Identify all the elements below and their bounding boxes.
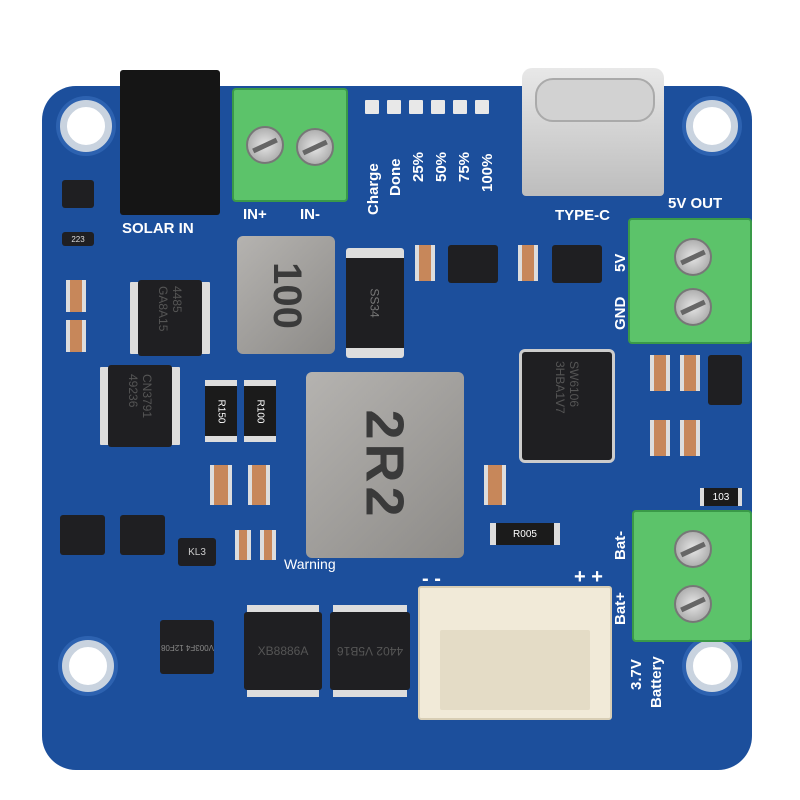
- ic-xb8886a: XB8886A: [244, 612, 322, 690]
- sot-chip: [62, 180, 94, 208]
- capacitor: [650, 420, 670, 456]
- ic-sw6106: SW6106 3HBA1V7: [522, 352, 612, 460]
- capacitor: [680, 355, 700, 391]
- inductor-2r2-marking: 2R2: [355, 409, 415, 521]
- screw-icon: [674, 585, 712, 623]
- mounting-hole: [62, 640, 114, 692]
- resistor-103: 103: [700, 488, 742, 506]
- ic-sot: [448, 245, 498, 283]
- in-minus-label: IN-: [300, 206, 320, 223]
- diode-marking: SS34: [367, 288, 382, 318]
- ic-4485-marking: 4485 GA8A15: [156, 286, 184, 332]
- minus-label: - -: [422, 568, 441, 590]
- screw-icon: [246, 126, 284, 164]
- type-c-label: TYPE-C: [555, 207, 611, 224]
- resistor-r100: R100: [244, 380, 276, 442]
- solar-in-label: SOLAR IN: [122, 220, 194, 237]
- ic-kl3: KL3: [178, 538, 216, 566]
- capacitor: [484, 465, 506, 505]
- capacitor: [66, 280, 86, 312]
- ic-sot: [552, 245, 602, 283]
- capacitor: [680, 420, 700, 456]
- capacitor: [415, 245, 435, 281]
- led-label-charge: Charge: [365, 163, 382, 215]
- mounting-hole: [686, 640, 738, 692]
- ic-4402: 4402 V5B16: [330, 612, 410, 690]
- led-label-75: 75%: [456, 151, 473, 182]
- capacitor: [235, 530, 251, 560]
- screw-icon: [674, 288, 712, 326]
- r150-marking: R150: [215, 399, 227, 423]
- led: [365, 100, 379, 114]
- gnd-label: GND: [612, 296, 629, 330]
- led: [453, 100, 467, 114]
- inductor-100: 100: [237, 236, 335, 354]
- ic-sw6106-marking: SW6106 3HBA1V7: [553, 361, 581, 414]
- connector-cavity: [440, 630, 590, 710]
- resistor-223: 223: [62, 232, 94, 246]
- led-label-25: 25%: [410, 151, 427, 182]
- mounting-hole: [686, 100, 738, 152]
- in-plus-label: IN+: [243, 206, 267, 223]
- ic-mosfet: [120, 515, 165, 555]
- ic-cn3791-marking: CN3791 49236: [126, 374, 154, 419]
- screw-icon: [674, 238, 712, 276]
- led-label-100: 100%: [479, 153, 496, 192]
- ic-mosfet: [60, 515, 105, 555]
- resistor-r005: R005: [490, 523, 560, 545]
- led-label-50: 50%: [433, 151, 450, 182]
- 5v-out-label: 5V OUT: [668, 195, 723, 212]
- 5v-label: 5V: [612, 253, 629, 272]
- led: [387, 100, 401, 114]
- led: [475, 100, 489, 114]
- led-row: [365, 100, 495, 114]
- mounting-hole: [60, 100, 112, 152]
- screw-icon: [674, 530, 712, 568]
- led-label-done: Done: [387, 158, 404, 197]
- diode-ss34: SS34: [346, 248, 404, 358]
- capacitor: [650, 355, 670, 391]
- capacitor: [518, 245, 538, 281]
- plus-label: + +: [574, 566, 603, 588]
- ic-diode: [708, 355, 742, 405]
- bat-minus-label: Bat-: [612, 530, 629, 560]
- inductor-2r2: 2R2: [306, 372, 464, 558]
- ic-qfn-marking: V003F4 12F08: [160, 642, 214, 652]
- capacitor: [248, 465, 270, 505]
- capacitor: [260, 530, 276, 560]
- usb-c-opening: [535, 78, 655, 122]
- ic-qfn: V003F4 12F08: [160, 620, 214, 674]
- 3v7-label: 3.7V: [628, 659, 645, 690]
- ic-4485: 4485 GA8A15: [138, 280, 202, 356]
- r100-marking: R100: [254, 399, 266, 423]
- led: [409, 100, 423, 114]
- capacitor: [66, 320, 86, 352]
- ic-4402-marking: 4402 V5B16: [336, 644, 404, 658]
- ic-cn3791: CN3791 49236: [108, 365, 172, 447]
- warning-label: Warning: [284, 556, 336, 572]
- led: [431, 100, 445, 114]
- solar-jack: [120, 70, 220, 215]
- bat-plus-label: Bat+: [612, 592, 629, 625]
- capacitor: [210, 465, 232, 505]
- screw-icon: [296, 128, 334, 166]
- battery-label: Battery: [648, 656, 665, 708]
- resistor-r150: R150: [205, 380, 237, 442]
- inductor-100-marking: 100: [264, 261, 309, 329]
